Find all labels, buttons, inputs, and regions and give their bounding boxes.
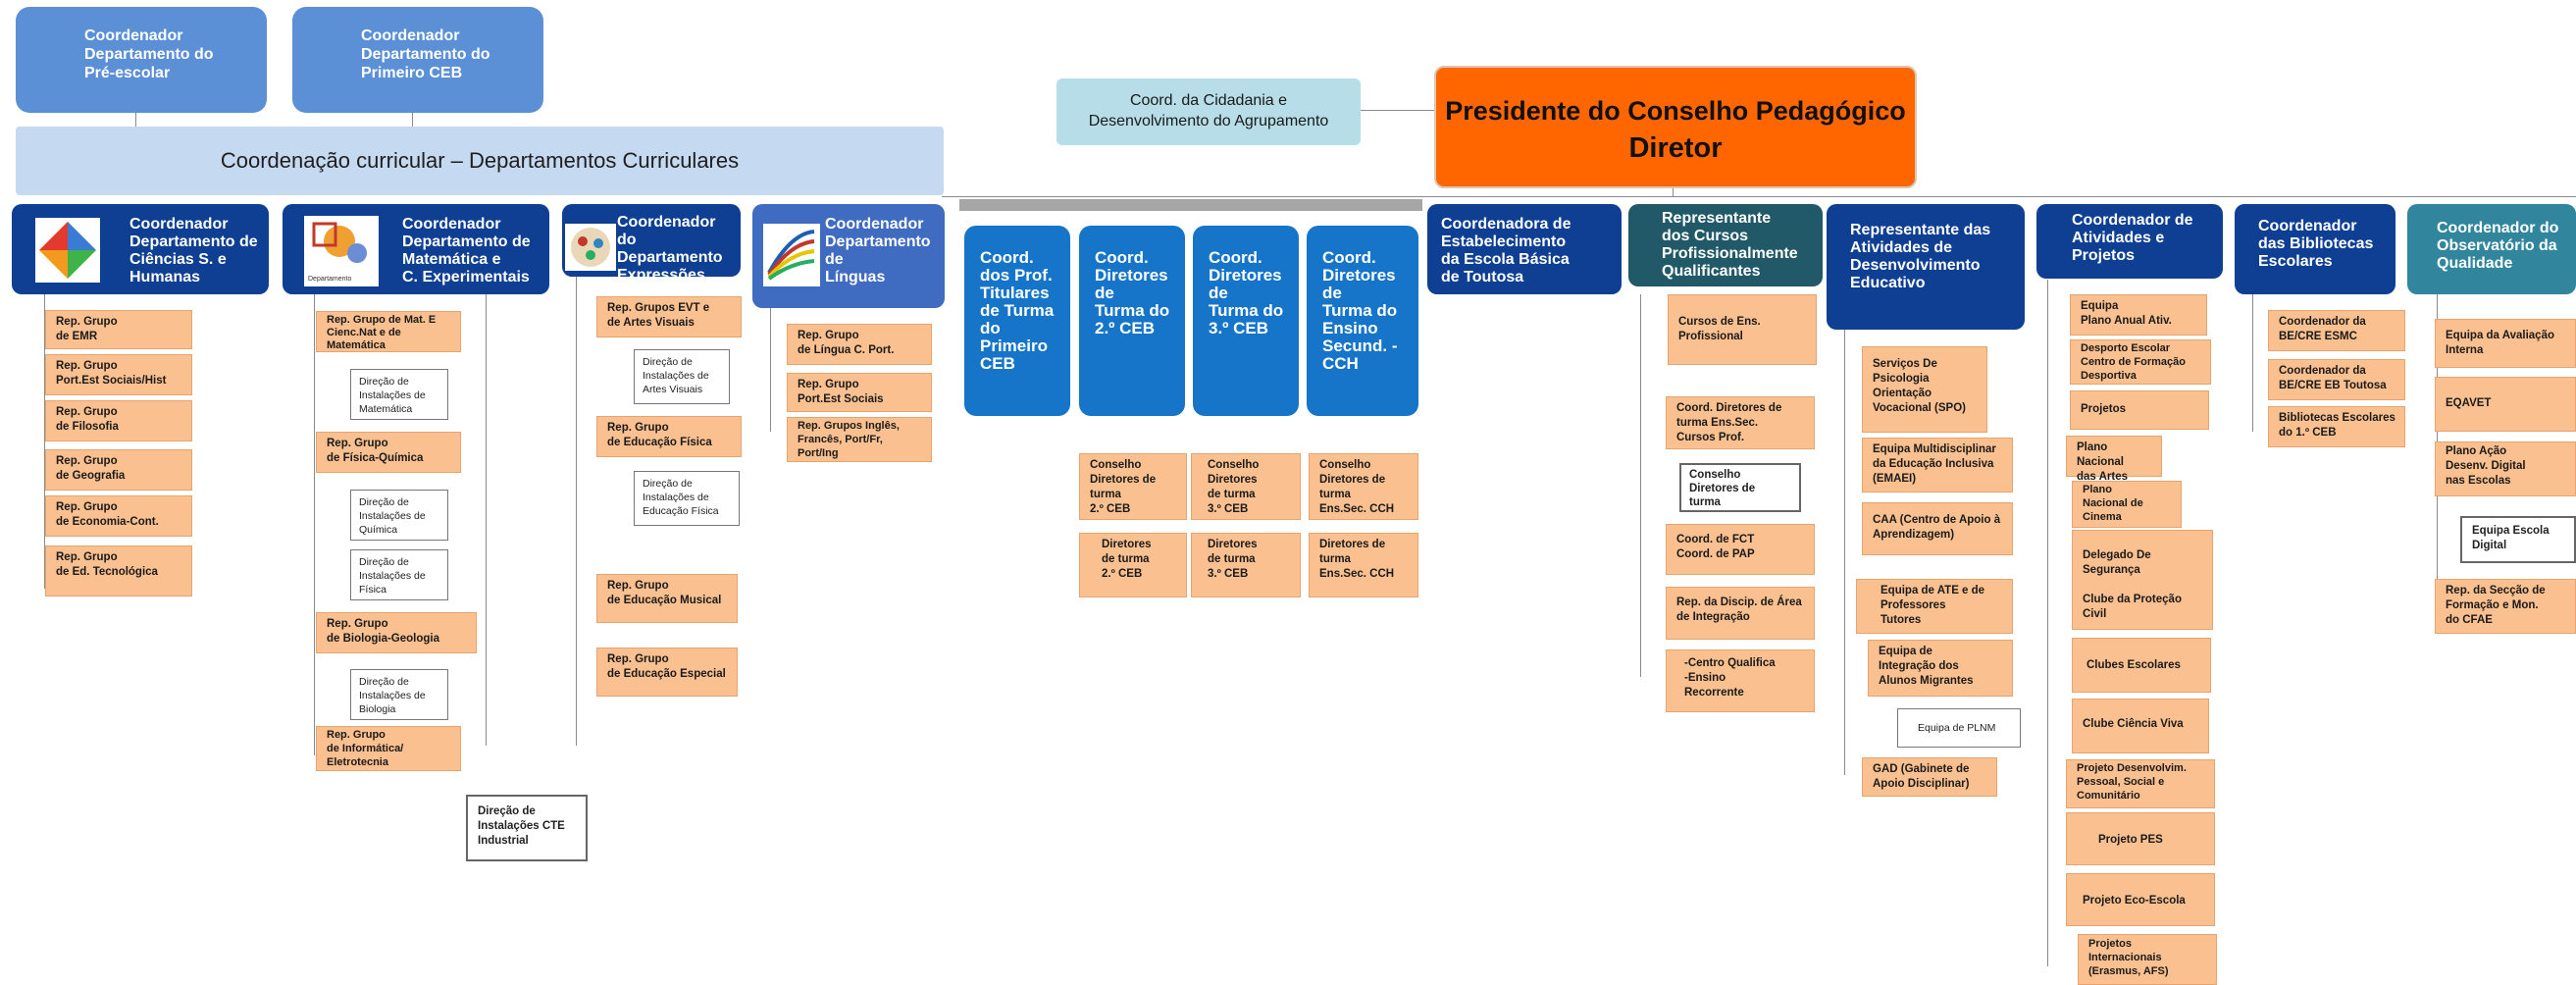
clube-ciencia-viva: Clube Ciência Viva bbox=[2072, 699, 2209, 753]
eqavet: EQAVET bbox=[2435, 377, 2576, 432]
coord-dt-secundario: Coord. Diretores de Turma do Ensino Secu… bbox=[1307, 226, 1418, 416]
diretores-turma-2ceb: Diretores de turma 2.º CEB bbox=[1079, 533, 1187, 597]
coord-estabelecimento-toutosa: Coordenadora de Estabelecimento da Escol… bbox=[1427, 204, 1622, 294]
rep-grupo-fisica-quimica: Rep. Grupo de Física-Química bbox=[316, 432, 461, 473]
equipa-escola-digital: Equipa Escola Digital bbox=[2460, 516, 2576, 563]
ciencias-logo-icon bbox=[35, 218, 100, 283]
rep-grupo-geografia: Rep. Grupo de Geografia bbox=[45, 449, 192, 491]
rep-grupo-economia: Rep. Grupo de Economia-Cont. bbox=[45, 495, 192, 537]
coord-dt-cursos-prof: Coord. Diretores de turma Ens.Sec. Curso… bbox=[1666, 396, 1815, 449]
rep-grupos-evt: Rep. Grupos EVT e de Artes Visuais bbox=[596, 296, 742, 337]
rep-grupo-emr: Rep. Grupo de EMR bbox=[45, 310, 192, 349]
diretores-turma-3ceb: Diretores de turma 3.º CEB bbox=[1191, 533, 1301, 597]
curricular-band: Coordenação curricular – Departamentos C… bbox=[16, 127, 944, 195]
rep-grupo-informatica: Rep. Grupo de Informática/ Eletrotecnia bbox=[316, 726, 461, 771]
curricular-band-label: Coordenação curricular – Departamentos C… bbox=[220, 148, 740, 173]
rep-grupo-port-hist: Rep. Grupo Port.Est Sociais/Hist bbox=[45, 354, 192, 395]
director-title: Diretor bbox=[1628, 132, 1723, 164]
cursos-ens-profissional: Cursos de Ens. Profissional bbox=[1668, 294, 1817, 365]
dir-instalacoes-biologia: Direção de Instalações de Biologia bbox=[350, 669, 448, 720]
projetos: Projetos bbox=[2070, 390, 2209, 430]
conselho-dt-2ceb: Conselho Diretores de turma 2.º CEB bbox=[1079, 453, 1187, 520]
equipa-emaei: Equipa Multidisciplinar da Educação Incl… bbox=[1862, 438, 2013, 492]
president-title: Presidente do Conselho Pedagógico bbox=[1445, 96, 1906, 126]
svg-text:Departamento: Departamento bbox=[308, 276, 351, 283]
projeto-eco-escola: Projeto Eco-Escola bbox=[2066, 873, 2215, 926]
cidadania-box: Coord. da Cidadania e Desenvolvimento do… bbox=[1056, 78, 1361, 145]
expressoes-logo-icon bbox=[565, 224, 616, 271]
coord-be-esmc: Coordenador da BE/CRE ESMC bbox=[2268, 310, 2405, 351]
centro-qualifica: -Centro Qualifica -Ensino Recorrente bbox=[1666, 649, 1815, 712]
gad-gabinete: GAD (Gabinete de Apoio Disciplinar) bbox=[1862, 757, 1997, 797]
dir-instalacoes-matematica: Direção de Instalações de Matemática bbox=[350, 369, 448, 420]
servicos-spo: Serviços De Psicologia Orientação Vocaci… bbox=[1862, 346, 1987, 433]
linguas-logo-icon bbox=[763, 224, 820, 286]
conselho-dt-3ceb: Conselho Diretores de turma 3.º CEB bbox=[1191, 453, 1301, 520]
dir-instalacoes-artes: Direção de Instalações de Artes Visuais bbox=[634, 349, 730, 404]
dir-instalacoes-quimica: Direção de Instalações de Química bbox=[350, 490, 448, 541]
dir-instalacoes-fisica: Direção de Instalações de Física bbox=[350, 549, 448, 600]
diretores-turma-sec: Diretores de turma Ens.Sec. CCH bbox=[1309, 533, 1418, 597]
equipa-avaliacao-interna: Equipa da Avaliação Interna bbox=[2435, 319, 2576, 368]
rep-grupo-port-sociais: Rep. Grupo Port.Est Sociais bbox=[787, 373, 932, 412]
projeto-desenvolvimento: Projeto Desenvolvim. Pessoal, Social e C… bbox=[2066, 759, 2215, 808]
conselho-dt-sec: Conselho Diretores de turma Ens.Sec. CCH bbox=[1309, 453, 1418, 520]
rep-seccao-cfae: Rep. da Secção de Formação e Mon. do CFA… bbox=[2435, 579, 2576, 634]
clubes-escolares: Clubes Escolares bbox=[2072, 638, 2211, 693]
matematica-logo-icon: Departamento bbox=[304, 216, 379, 286]
rep-grupo-ed-musical: Rep. Grupo de Educação Musical bbox=[596, 574, 738, 623]
desporto-escolar: Desporto Escolar Centro de Formação Desp… bbox=[2070, 339, 2211, 385]
coord-dt-3ceb: Coord. Diretores de Turma do 3.º CEB bbox=[1193, 226, 1299, 416]
coord-dt-2ceb: Coord. Diretores de Turma do 2.º CEB bbox=[1079, 226, 1185, 416]
rep-grupo-mat-cienc: Rep. Grupo de Mat. E Cienc.Nat e de Mate… bbox=[316, 311, 461, 352]
plano-nacional-artes: Plano Nacional das Artes bbox=[2066, 436, 2162, 483]
coord-observatorio-qualidade: Coordenador do Observatório da Qualidade bbox=[2407, 204, 2576, 294]
coord-bibliotecas: Coordenador das Bibliotecas Escolares bbox=[2235, 204, 2396, 294]
delegado-seguranca: Delegado De Segurança Clube da Proteção … bbox=[2072, 530, 2213, 630]
coord-primeiro-ceb-box: Coordenador Departamento do Primeiro CEB bbox=[292, 7, 543, 113]
plano-acao-digital: Plano Ação Desenv. Digital nas Escolas bbox=[2435, 441, 2576, 496]
rep-grupo-ed-tecnologica: Rep. Grupo de Ed. Tecnológica bbox=[45, 545, 192, 596]
equipa-plnm: Equipa de PLNM bbox=[1897, 708, 2021, 748]
dept-linguas-header: Coordenador Departamento de Línguas bbox=[752, 204, 945, 308]
rep-grupo-ed-fisica: Rep. Grupo de Educação Física bbox=[596, 416, 742, 457]
coord-atividades-projetos: Coordenador de Atividades e Projetos bbox=[2036, 204, 2223, 279]
dir-instalacoes-cte: Direção de Instalações CTE Industrial bbox=[466, 795, 588, 861]
conselho-dt-prof: Conselho Diretores de turma bbox=[1679, 463, 1801, 512]
rep-grupo-ed-especial: Rep. Grupo de Educação Especial bbox=[596, 648, 738, 697]
projeto-pes: Projeto PES bbox=[2066, 812, 2215, 865]
rep-grupo-biologia: Rep. Grupo de Biologia-Geologia bbox=[316, 612, 477, 653]
dept-linguas-label: Coordenador Departamento de Línguas bbox=[825, 216, 931, 285]
rep-atividades-desenvolvimento: Representante das Atividades de Desenvol… bbox=[1827, 204, 2025, 330]
equipa-plano-anual: Equipa Plano Anual Ativ. bbox=[2070, 294, 2207, 336]
projetos-internacionais: Projetos Internacionais (Erasmus, AFS) bbox=[2078, 934, 2217, 985]
dir-instalacoes-ed-fisica: Direção de Instalações de Educação Físic… bbox=[634, 471, 740, 526]
caa-centro-apoio: CAA (Centro de Apoio à Aprendizagem) bbox=[1862, 502, 2013, 555]
dept-matematica-label: Coordenador Departamento de Matemática e… bbox=[402, 216, 531, 285]
dept-expressoes-label: Coordenador do Departamento Expressões bbox=[617, 214, 723, 284]
bibliotecas-1ceb: Bibliotecas Escolares do 1.º CEB bbox=[2268, 406, 2405, 447]
rep-cursos-profissionais: Representante dos Cursos Profissionalmen… bbox=[1628, 204, 1823, 286]
coord-pre-escolar-box: Coordenador Departamento do Pré-escolar bbox=[16, 7, 267, 113]
equipa-integracao-migrantes: Equipa de Integração dos Alunos Migrante… bbox=[1868, 640, 2013, 697]
rep-grupo-lingua-port: Rep. Grupo de Língua C. Port. bbox=[787, 324, 932, 365]
coord-be-toutosa: Coordenador da BE/CRE EB Toutosa bbox=[2268, 359, 2405, 400]
dept-ciencias-label: Coordenador Departamento de Ciências S. … bbox=[129, 216, 258, 285]
rep-grupos-ingles: Rep. Grupos Inglês, Francês, Port/Fr, Po… bbox=[787, 417, 932, 462]
coord-titulares-1ceb: Coord. dos Prof. Titulares de Turma do P… bbox=[964, 226, 1070, 416]
coord-fct-pap: Coord. de FCT Coord. de PAP bbox=[1666, 524, 1815, 575]
plano-nacional-cinema: Plano Nacional de Cinema bbox=[2072, 481, 2182, 528]
rep-area-integracao: Rep. da Discip. de Área de Integração bbox=[1666, 587, 1815, 640]
president-box: Presidente do Conselho Pedagógico Direto… bbox=[1434, 66, 1917, 188]
equipa-ate-tutores: Equipa de ATE e de Professores Tutores bbox=[1856, 579, 2013, 634]
rep-grupo-filosofia: Rep. Grupo de Filosofia bbox=[45, 400, 192, 441]
